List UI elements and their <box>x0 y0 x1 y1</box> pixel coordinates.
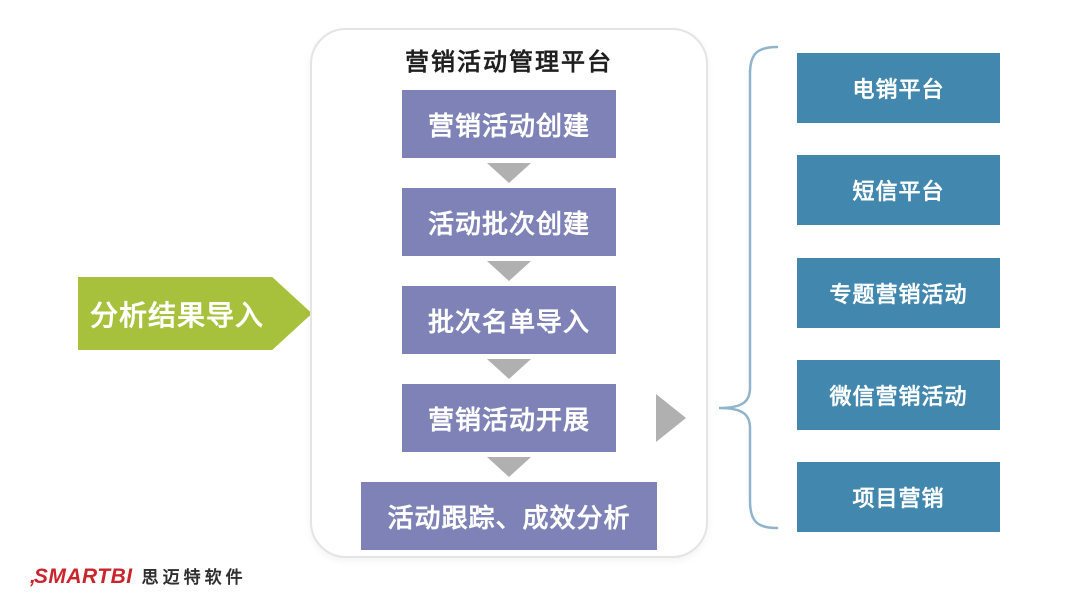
channel-list: 电销平台 短信平台 专题营销活动 微信营销活动 项目营销 <box>797 53 1000 532</box>
brand-name-chinese: 思迈特软件 <box>141 568 247 587</box>
smartbi-logo: , SMARTBI 思迈特软件 <box>30 563 247 589</box>
channel-label: 项目营销 <box>852 486 945 511</box>
down-arrow-icon <box>487 261 531 281</box>
step-label: 营销活动创建 <box>427 110 590 141</box>
channel-wechat-marketing: 微信营销活动 <box>797 359 1000 430</box>
step-label: 批次名单导入 <box>427 306 590 337</box>
step-batch-creation: 活动批次创建 <box>402 188 616 256</box>
channel-project-marketing: 项目营销 <box>797 462 1000 532</box>
brace-connector-icon <box>718 45 779 530</box>
platform-panel: 营销活动管理平台 营销活动创建 活动批次创建 批次名单导入 营销活动开展 活动跟… <box>310 28 708 558</box>
platform-flow: 营销活动创建 活动批次创建 批次名单导入 营销活动开展 活动跟踪、成效分析 <box>312 90 706 550</box>
step-batch-list-import: 批次名单导入 <box>402 286 616 354</box>
channel-sms-platform: 短信平台 <box>797 155 1000 226</box>
channel-label: 电销平台 <box>852 77 945 102</box>
step-label: 活动批次创建 <box>427 208 590 239</box>
analysis-import-arrow: 分析结果导入 <box>78 277 312 350</box>
step-label: 活动跟踪、成效分析 <box>387 502 631 533</box>
platform-title: 营销活动管理平台 <box>405 49 613 76</box>
right-arrow-icon <box>656 394 686 442</box>
channel-label: 短信平台 <box>852 179 945 205</box>
analysis-import-label: 分析结果导入 <box>89 299 264 331</box>
step-campaign-launch: 营销活动开展 <box>402 384 616 452</box>
channel-label: 专题营销活动 <box>829 281 968 307</box>
down-arrow-icon <box>487 359 531 379</box>
channel-telemarketing-platform: 电销平台 <box>797 53 1000 123</box>
step-campaign-creation: 营销活动创建 <box>402 90 616 158</box>
brand-name: SMARTBI <box>33 565 133 588</box>
channel-label: 微信营销活动 <box>829 383 968 409</box>
step-label: 营销活动开展 <box>427 404 590 435</box>
channel-topic-marketing: 专题营销活动 <box>797 257 1000 328</box>
down-arrow-icon <box>487 163 531 183</box>
down-arrow-icon <box>487 457 531 477</box>
logo-comma-icon: , <box>30 565 36 588</box>
step-tracking-analysis: 活动跟踪、成效分析 <box>361 482 657 550</box>
